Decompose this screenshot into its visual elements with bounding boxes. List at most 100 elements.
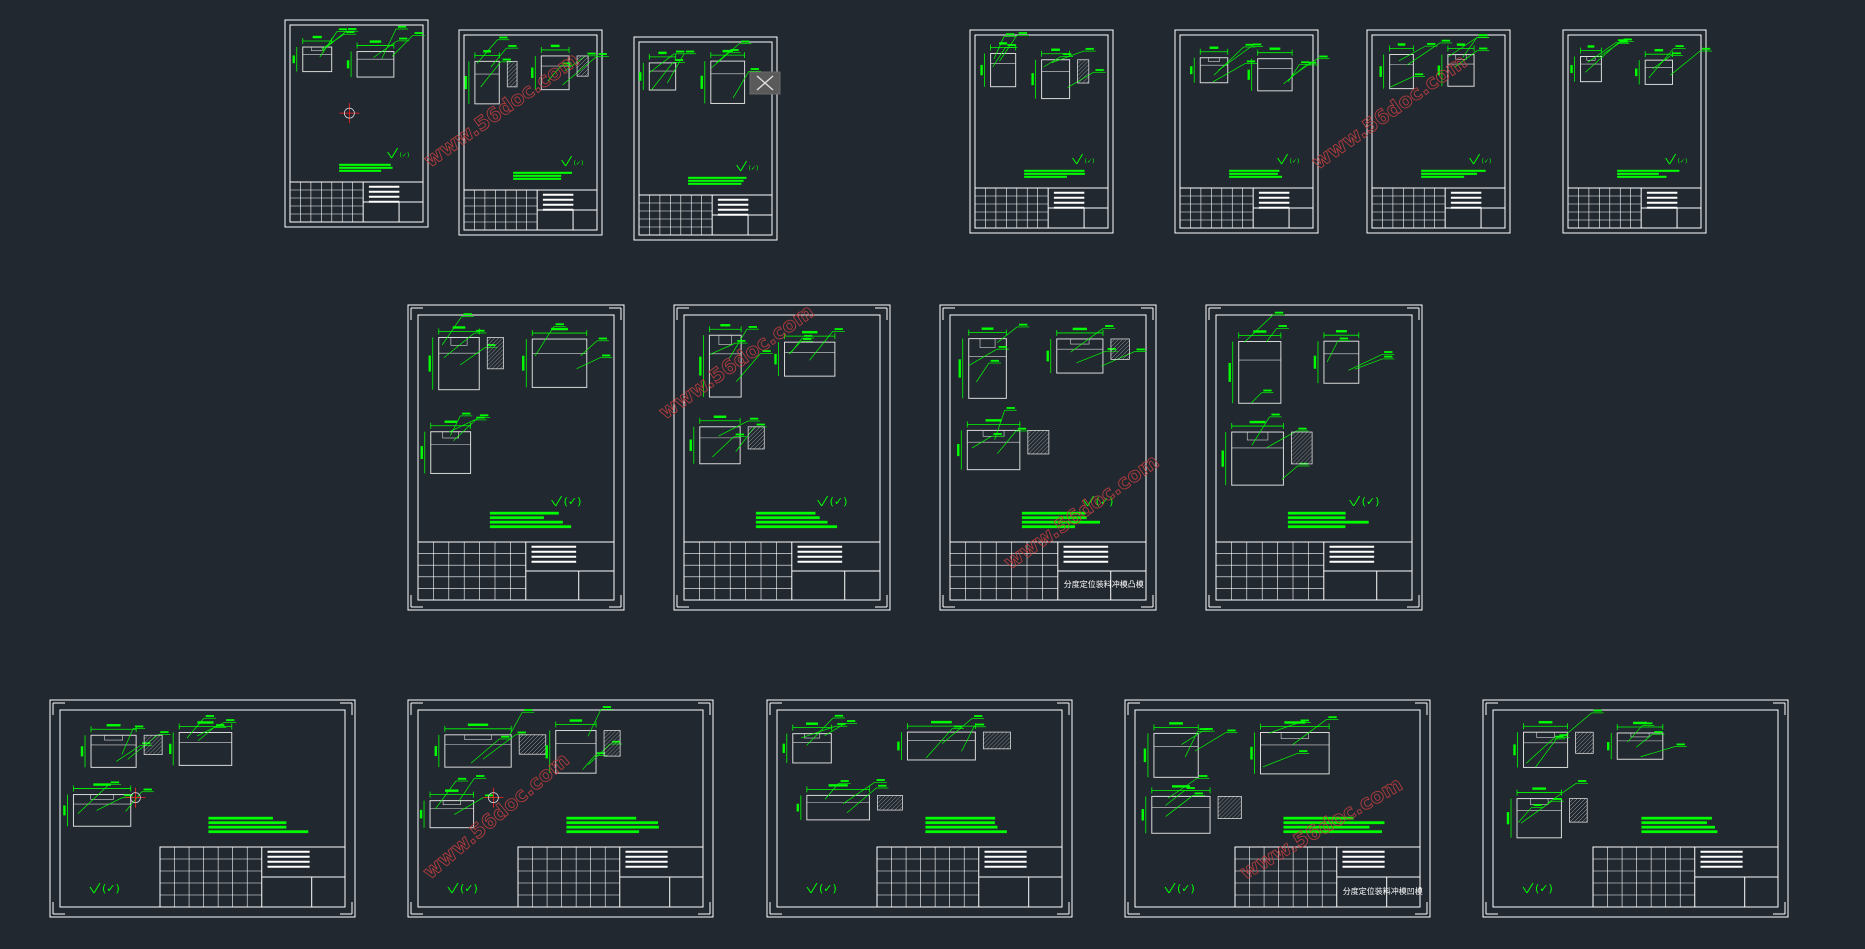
part-view xyxy=(1570,38,1634,83)
sheet-title: 分度定位装料冲模凹模 xyxy=(1343,886,1423,896)
roughness-symbol: (✓) xyxy=(806,882,837,895)
roughness-symbol: (✓) xyxy=(817,495,848,508)
part-view xyxy=(689,415,767,465)
part-view xyxy=(980,32,1029,88)
roughness-symbol: (✓) xyxy=(447,882,478,895)
roughness-symbol: (✓) xyxy=(551,495,582,508)
part-view xyxy=(782,714,858,764)
part-view xyxy=(545,706,623,774)
center-mark xyxy=(339,103,360,124)
part-view xyxy=(292,28,359,73)
part-view xyxy=(957,407,1050,471)
part-view xyxy=(774,328,845,377)
part-view xyxy=(796,779,903,821)
close-icon[interactable] xyxy=(749,71,781,95)
roughness-mark: (✓) xyxy=(1085,158,1095,165)
roughness-symbol: (✓) xyxy=(1349,495,1380,508)
roughness-mark: (✓) xyxy=(749,165,759,172)
roughness-symbol: (✓) xyxy=(387,147,410,159)
drawing-sheet-12[interactable]: (✓) xyxy=(49,699,356,918)
drawing-sheet-14[interactable]: (✓) xyxy=(766,699,1073,918)
part-view xyxy=(699,324,773,398)
drawing-sheet-16[interactable]: (✓) xyxy=(1482,699,1789,918)
center-mark xyxy=(483,787,504,808)
roughness-symbol: (✓) xyxy=(1665,153,1688,165)
part-view xyxy=(531,44,609,91)
part-view xyxy=(1143,722,1238,778)
roughness-mark: (✓) xyxy=(564,495,582,508)
drawing-sheet-13[interactable]: (✓) xyxy=(407,699,714,918)
center-mark xyxy=(125,787,146,808)
part-view xyxy=(434,709,547,768)
roughness-mark: (✓) xyxy=(1678,158,1688,165)
roughness-mark: (✓) xyxy=(460,882,478,895)
drawing-sheet-8[interactable]: (✓) xyxy=(407,304,625,611)
part-view xyxy=(1190,43,1264,84)
roughness-symbol: (✓) xyxy=(561,155,584,167)
roughness-mark: (✓) xyxy=(1535,882,1553,895)
roughness-symbol: (✓) xyxy=(1522,882,1553,895)
part-view xyxy=(168,715,237,766)
part-view xyxy=(1221,413,1313,486)
part-view xyxy=(1247,47,1330,92)
drawing-sheet-10[interactable]: 分度定位装料冲模凸模 (✓) xyxy=(939,304,1157,611)
drawing-sheet-1[interactable]: (✓) xyxy=(284,19,429,228)
part-view xyxy=(80,724,171,768)
drawing-sheet-15[interactable]: 分度定位装料冲模凹模 (✓) xyxy=(1124,699,1431,918)
part-view xyxy=(700,40,761,104)
roughness-mark: (✓) xyxy=(400,152,410,159)
part-view xyxy=(639,50,697,91)
drawing-sheet-5[interactable]: (✓) xyxy=(1174,29,1330,234)
roughness-symbol: (✓) xyxy=(1277,153,1300,165)
roughness-symbol: (✓) xyxy=(1083,495,1114,508)
sheet-title: 分度定位装料冲模凸模 xyxy=(1064,579,1144,589)
part-view xyxy=(897,715,1011,761)
part-view xyxy=(428,313,504,391)
part-view xyxy=(346,25,425,78)
roughness-symbol: (✓) xyxy=(1164,882,1195,895)
part-view xyxy=(420,412,491,474)
part-view xyxy=(464,36,519,105)
roughness-symbol: (✓) xyxy=(1072,153,1095,165)
drawing-sheet-3[interactable]: (✓) xyxy=(633,36,778,241)
roughness-symbol: (✓) xyxy=(1469,153,1492,165)
part-view xyxy=(1634,45,1713,85)
part-view xyxy=(1437,34,1490,87)
part-view xyxy=(1046,325,1147,374)
part-view xyxy=(1141,775,1242,834)
watermark-logo: www.56doc.com xyxy=(418,747,574,883)
part-view xyxy=(1506,780,1589,839)
part-view xyxy=(522,323,613,388)
drawing-sheet-11[interactable]: (✓) xyxy=(1205,304,1423,611)
drawing-sheet-7[interactable]: (✓) xyxy=(1562,29,1713,234)
watermark-logo: www.56doc.com xyxy=(999,449,1163,574)
roughness-mark: (✓) xyxy=(1290,158,1300,165)
part-view xyxy=(1513,709,1604,768)
roughness-symbol: (✓) xyxy=(736,160,759,172)
roughness-mark: (✓) xyxy=(1482,158,1492,165)
roughness-symbol: (✓) xyxy=(89,882,120,895)
part-view xyxy=(63,781,154,827)
roughness-mark: (✓) xyxy=(830,495,848,508)
part-view xyxy=(1031,47,1106,100)
roughness-mark: (✓) xyxy=(1177,882,1195,895)
roughness-mark: (✓) xyxy=(574,160,584,167)
watermark-logo: www.56doc.com xyxy=(419,47,583,172)
part-view xyxy=(1607,721,1687,760)
part-view xyxy=(1228,311,1289,404)
drawing-sheet-4[interactable]: (✓) xyxy=(969,29,1114,234)
drawing-sheet-6[interactable]: (✓) xyxy=(1366,29,1511,234)
part-view xyxy=(958,323,1030,399)
drawing-sheet-9[interactable]: (✓) xyxy=(673,304,891,611)
roughness-mark: (✓) xyxy=(819,882,837,895)
part-view xyxy=(1379,39,1452,90)
part-view xyxy=(1250,716,1339,775)
roughness-mark: (✓) xyxy=(1362,495,1380,508)
roughness-mark: (✓) xyxy=(1096,495,1114,508)
part-view xyxy=(1313,329,1395,384)
watermark-logo: www.56doc.com xyxy=(654,299,818,424)
drawing-sheet-2[interactable]: (✓) xyxy=(458,29,609,236)
roughness-mark: (✓) xyxy=(102,882,120,895)
